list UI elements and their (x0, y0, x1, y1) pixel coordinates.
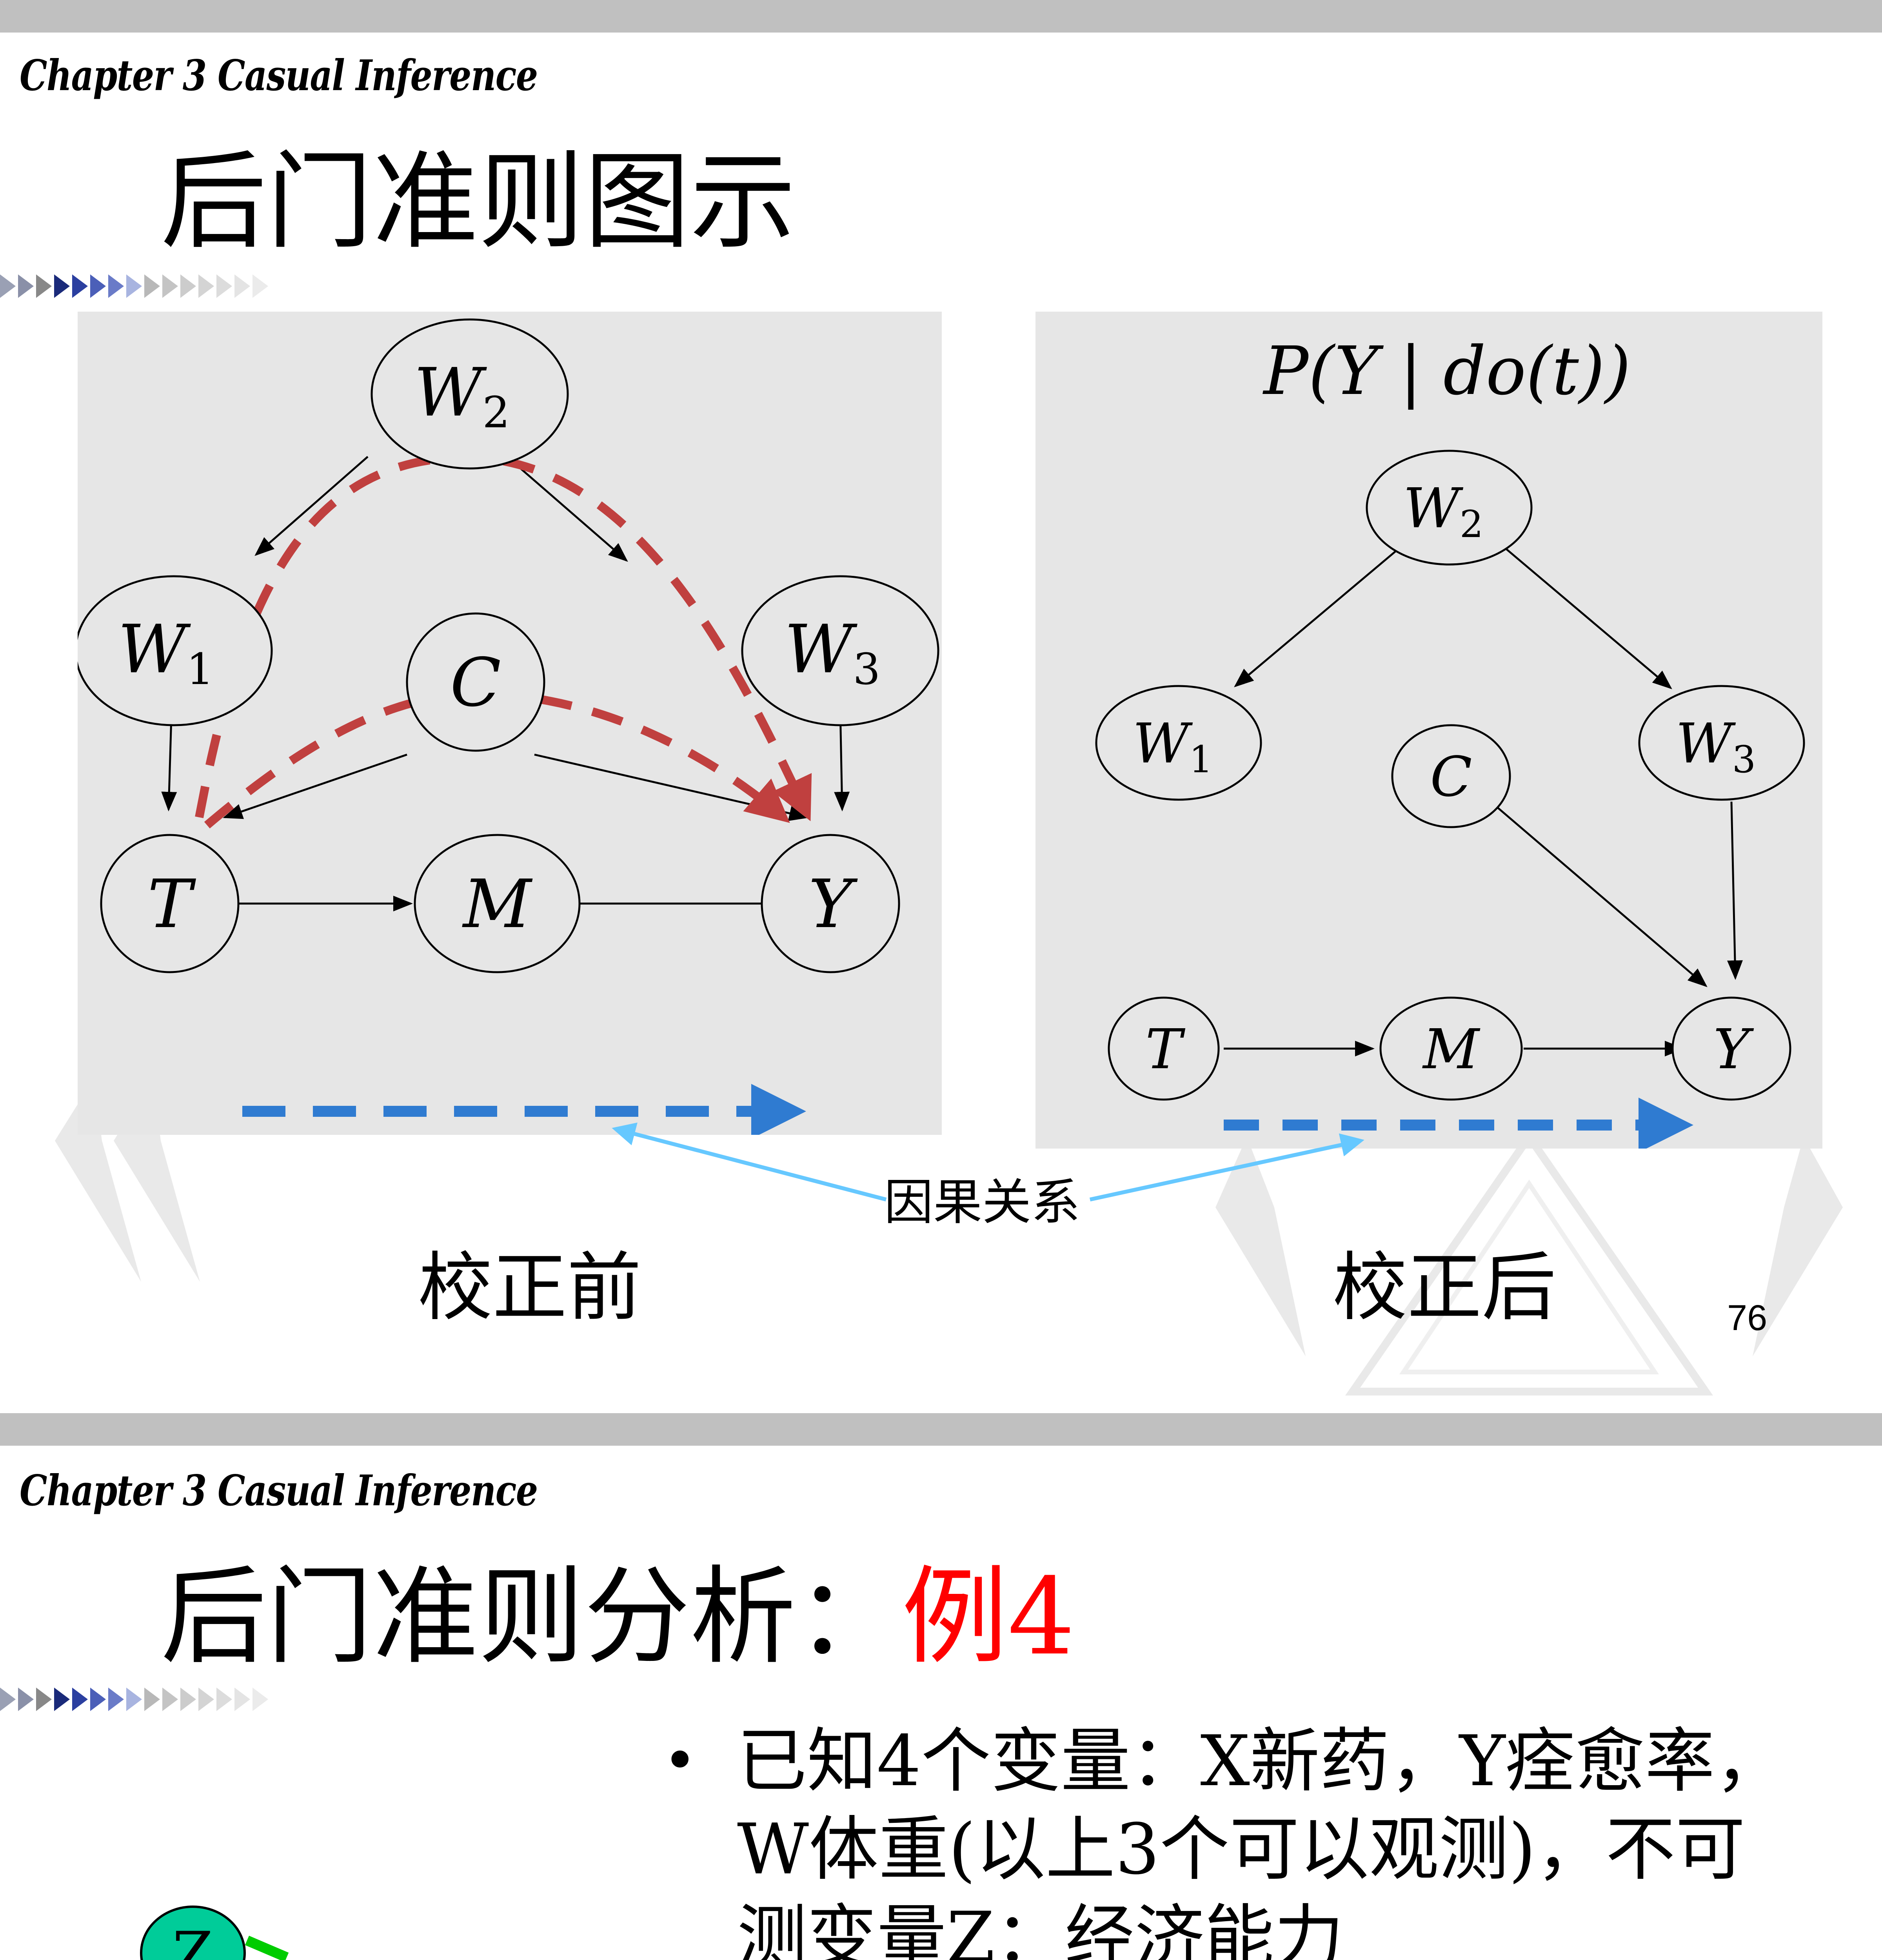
triangle-watermark-icon (1215, 1137, 1843, 1396)
slide-76: Chapter 3 Casual Inference 后门准则图示 (0, 0, 1882, 1396)
svg-text:T: T (1145, 1018, 1185, 1082)
title-example-highlight: 例4 (902, 1555, 1075, 1679)
edge-z-w (245, 1936, 306, 1960)
node-m (414, 834, 581, 973)
svg-text:M: M (1422, 1018, 1481, 1082)
example-causal-graph: Z W X Y (140, 1906, 306, 1960)
slide-title: 后门准则分析：例4 (161, 1564, 1075, 1670)
dag-before-adjustment: W2 W1 W3 C T M Y (74, 312, 942, 1139)
svg-text:W1: W1 (118, 611, 214, 694)
svg-text:W2: W2 (414, 354, 510, 437)
slide-top-bar (0, 0, 1882, 33)
dag-after-adjustment: P(Y | do(t)) W2 W1 (1035, 312, 1822, 1152)
node-w2 (371, 318, 569, 470)
node-c (406, 612, 545, 752)
svg-text:W3: W3 (1676, 712, 1756, 781)
node-z (140, 1906, 246, 1960)
annotation-arrows (612, 1122, 1364, 1201)
bullet-dot-icon: • (663, 1727, 698, 1795)
slide-title: 后门准则图示 (161, 140, 796, 263)
slide-77: Chapter 3 Casual Inference 后门准则分析：例4 Z W (0, 1411, 1882, 1960)
svg-text:Z: Z (173, 1920, 213, 1960)
page-number: 76 (1727, 1298, 1768, 1338)
node-w3 (741, 575, 939, 726)
svg-text:W1: W1 (1133, 712, 1213, 781)
node-y (761, 834, 900, 973)
progress-arrow-strip (0, 1688, 271, 1715)
svg-text:Y: Y (1713, 1018, 1754, 1082)
dag-after-svg: P(Y | do(t)) W2 W1 (1095, 332, 1805, 1152)
bullet-list: • 已知4个变量：X新药，Y痊愈率， W体重(以上3个可以观测)，不可 测变量Z… (651, 1717, 1858, 1960)
bullet-item: • 已知4个变量：X新药，Y痊愈率， W体重(以上3个可以观测)，不可 测变量Z… (651, 1717, 1858, 1960)
chapter-header: Chapter 3 Casual Inference (20, 51, 538, 100)
svg-text:Y: Y (808, 866, 858, 943)
svg-text:M: M (462, 866, 533, 943)
svg-text:W3: W3 (785, 611, 881, 694)
title-text: 后门准则分析： (161, 1555, 902, 1679)
caption-after: 校正后 (1333, 1244, 1557, 1331)
svg-text:C: C (1430, 745, 1472, 809)
caption-before: 校正前 (418, 1244, 642, 1331)
svg-text:C: C (450, 644, 501, 722)
node-t (100, 834, 240, 973)
progress-arrow-strip (0, 274, 271, 302)
svg-text:W2: W2 (1403, 477, 1483, 546)
do-formula: P(Y | do(t)) (1263, 332, 1631, 410)
causal-relation-label: 因果关系 (884, 1174, 1080, 1231)
chapter-header: Chapter 3 Casual Inference (20, 1466, 538, 1515)
svg-text:T: T (147, 866, 196, 943)
dag-before-svg: W2 W1 W3 C T M Y (74, 318, 939, 1139)
slide-top-bar (0, 1413, 1882, 1446)
